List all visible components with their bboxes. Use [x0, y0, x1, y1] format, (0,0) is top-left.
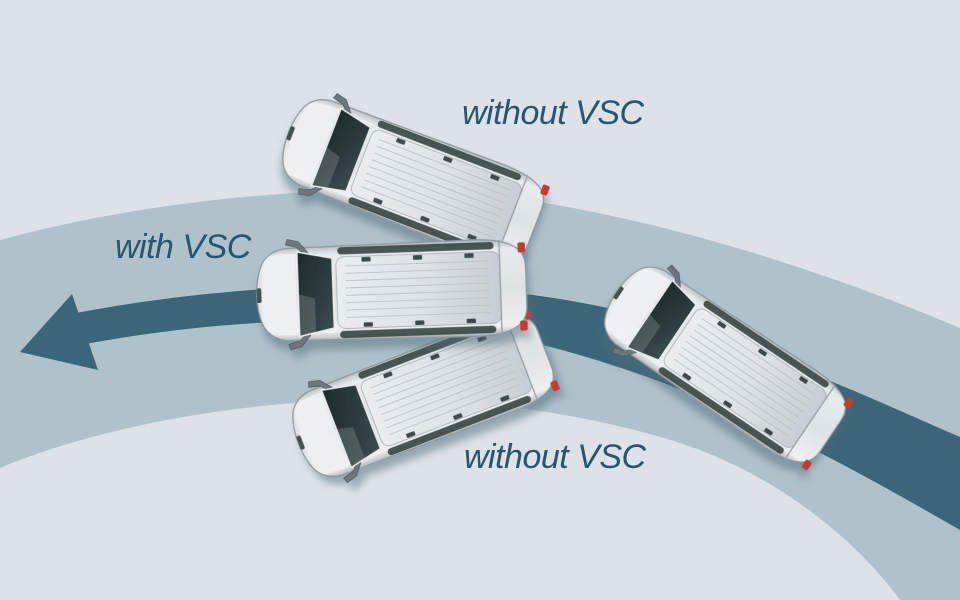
label-with-vsc: with VSC [115, 228, 251, 266]
van-with-vsc-center [254, 230, 529, 352]
label-without-vsc-bottom: without VSC [464, 438, 646, 476]
label-without-vsc-top: without VSC [462, 94, 644, 132]
